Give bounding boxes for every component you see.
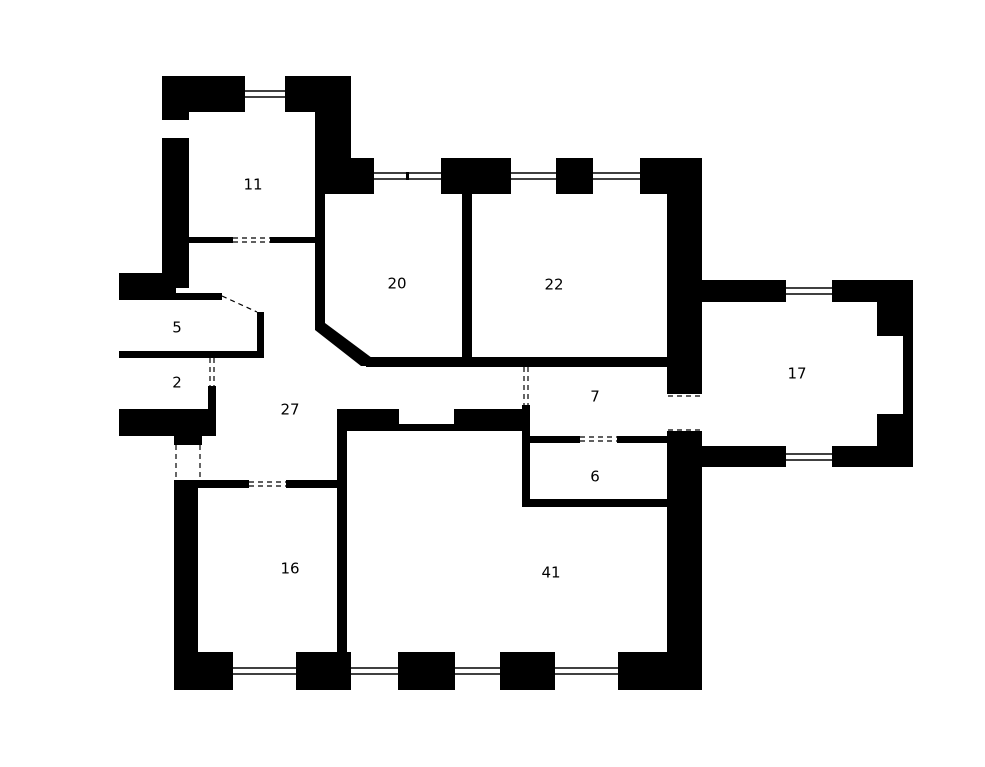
- wall-17-top-right: [832, 280, 878, 302]
- wall-11-left: [162, 76, 189, 120]
- window-22-b: [593, 172, 640, 180]
- wall-41-north-left: [337, 409, 399, 431]
- room-label-16: 16: [280, 560, 299, 578]
- door-16: [249, 481, 286, 487]
- room-labels: 11 20 22 17 5 2 27 7 6 16 41: [172, 176, 806, 582]
- wall-6-bottom: [522, 499, 702, 507]
- room-label-7: 7: [590, 388, 600, 406]
- window-41-c: [555, 667, 618, 675]
- door-5: [221, 295, 258, 313]
- wall-20-west: [315, 194, 372, 366]
- wall-11-bottom-right: [270, 237, 318, 243]
- wall-5-2-divider: [119, 351, 264, 358]
- wall-7-west: [522, 405, 530, 506]
- windows: [233, 90, 832, 675]
- wall-east-lower: [667, 431, 702, 690]
- wall-south-1: [174, 652, 233, 690]
- wall-5-top: [119, 273, 176, 300]
- wall-south-2: [296, 652, 351, 690]
- wall-20-top-right: [441, 158, 511, 194]
- wall-south-3: [398, 652, 455, 690]
- window-41-a: [351, 667, 398, 675]
- wall-20-22-divider: [462, 194, 472, 360]
- wall-20-top-left: [351, 158, 374, 194]
- wall-17-bottom-left: [702, 446, 786, 467]
- wall-16-41-divider: [337, 409, 347, 690]
- room-label-2: 2: [172, 374, 182, 392]
- room-label-20: 20: [387, 275, 406, 293]
- window-17-top: [786, 287, 832, 295]
- wall-corridor-west: [174, 434, 202, 445]
- room-label-41: 41: [541, 564, 560, 582]
- wall-east-upper: [667, 158, 702, 394]
- window-20-b: [409, 172, 441, 180]
- room-label-27: 27: [280, 401, 299, 419]
- wall-south-4: [500, 652, 555, 690]
- wall-11-bottom-left: [189, 237, 233, 243]
- window-41-b: [455, 667, 500, 675]
- door-11: [233, 237, 270, 243]
- wall-south-5: [618, 652, 702, 690]
- wall-17-top-left: [702, 280, 786, 302]
- walls: [119, 76, 913, 690]
- wall-16-top-left: [174, 480, 249, 488]
- wall-20-22-bottom: [366, 357, 702, 367]
- room-label-6: 6: [590, 468, 600, 486]
- wall-17-bottom-right: [832, 446, 878, 467]
- window-16: [233, 667, 296, 675]
- window-17-bottom: [786, 453, 832, 461]
- room-label-22: 22: [544, 276, 563, 294]
- wall-17-east-side: [903, 336, 913, 414]
- door-2: [209, 358, 215, 386]
- wall-5-top-inner: [176, 293, 222, 300]
- wall-16-top-right: [286, 480, 346, 488]
- door-corridor-west: [175, 445, 201, 480]
- window-20-a: [374, 172, 406, 180]
- room-label-17: 17: [787, 365, 806, 383]
- wall-41-north-right: [454, 409, 527, 431]
- wall-20-top-mid: [406, 172, 409, 180]
- door-7: [523, 367, 529, 405]
- wall-11-left-lower: [162, 138, 189, 288]
- wall-11-right: [315, 76, 351, 194]
- window-22-a: [511, 172, 556, 180]
- door-17: [668, 395, 702, 431]
- room-label-5: 5: [172, 319, 182, 337]
- door-6: [580, 436, 617, 442]
- doors: [175, 237, 702, 487]
- window-11: [245, 90, 285, 98]
- wall-5-east: [257, 312, 264, 358]
- wall-41-north-mid: [399, 424, 454, 431]
- wall-7-6-divider-left: [530, 436, 580, 443]
- wall-2-bottom: [119, 409, 216, 436]
- wall-22-top-mid: [556, 158, 593, 194]
- wall-17-east-top: [877, 280, 913, 336]
- wall-7-6-divider-right: [617, 436, 667, 443]
- wall-17-east-bottom: [877, 414, 913, 467]
- room-label-11: 11: [243, 176, 262, 194]
